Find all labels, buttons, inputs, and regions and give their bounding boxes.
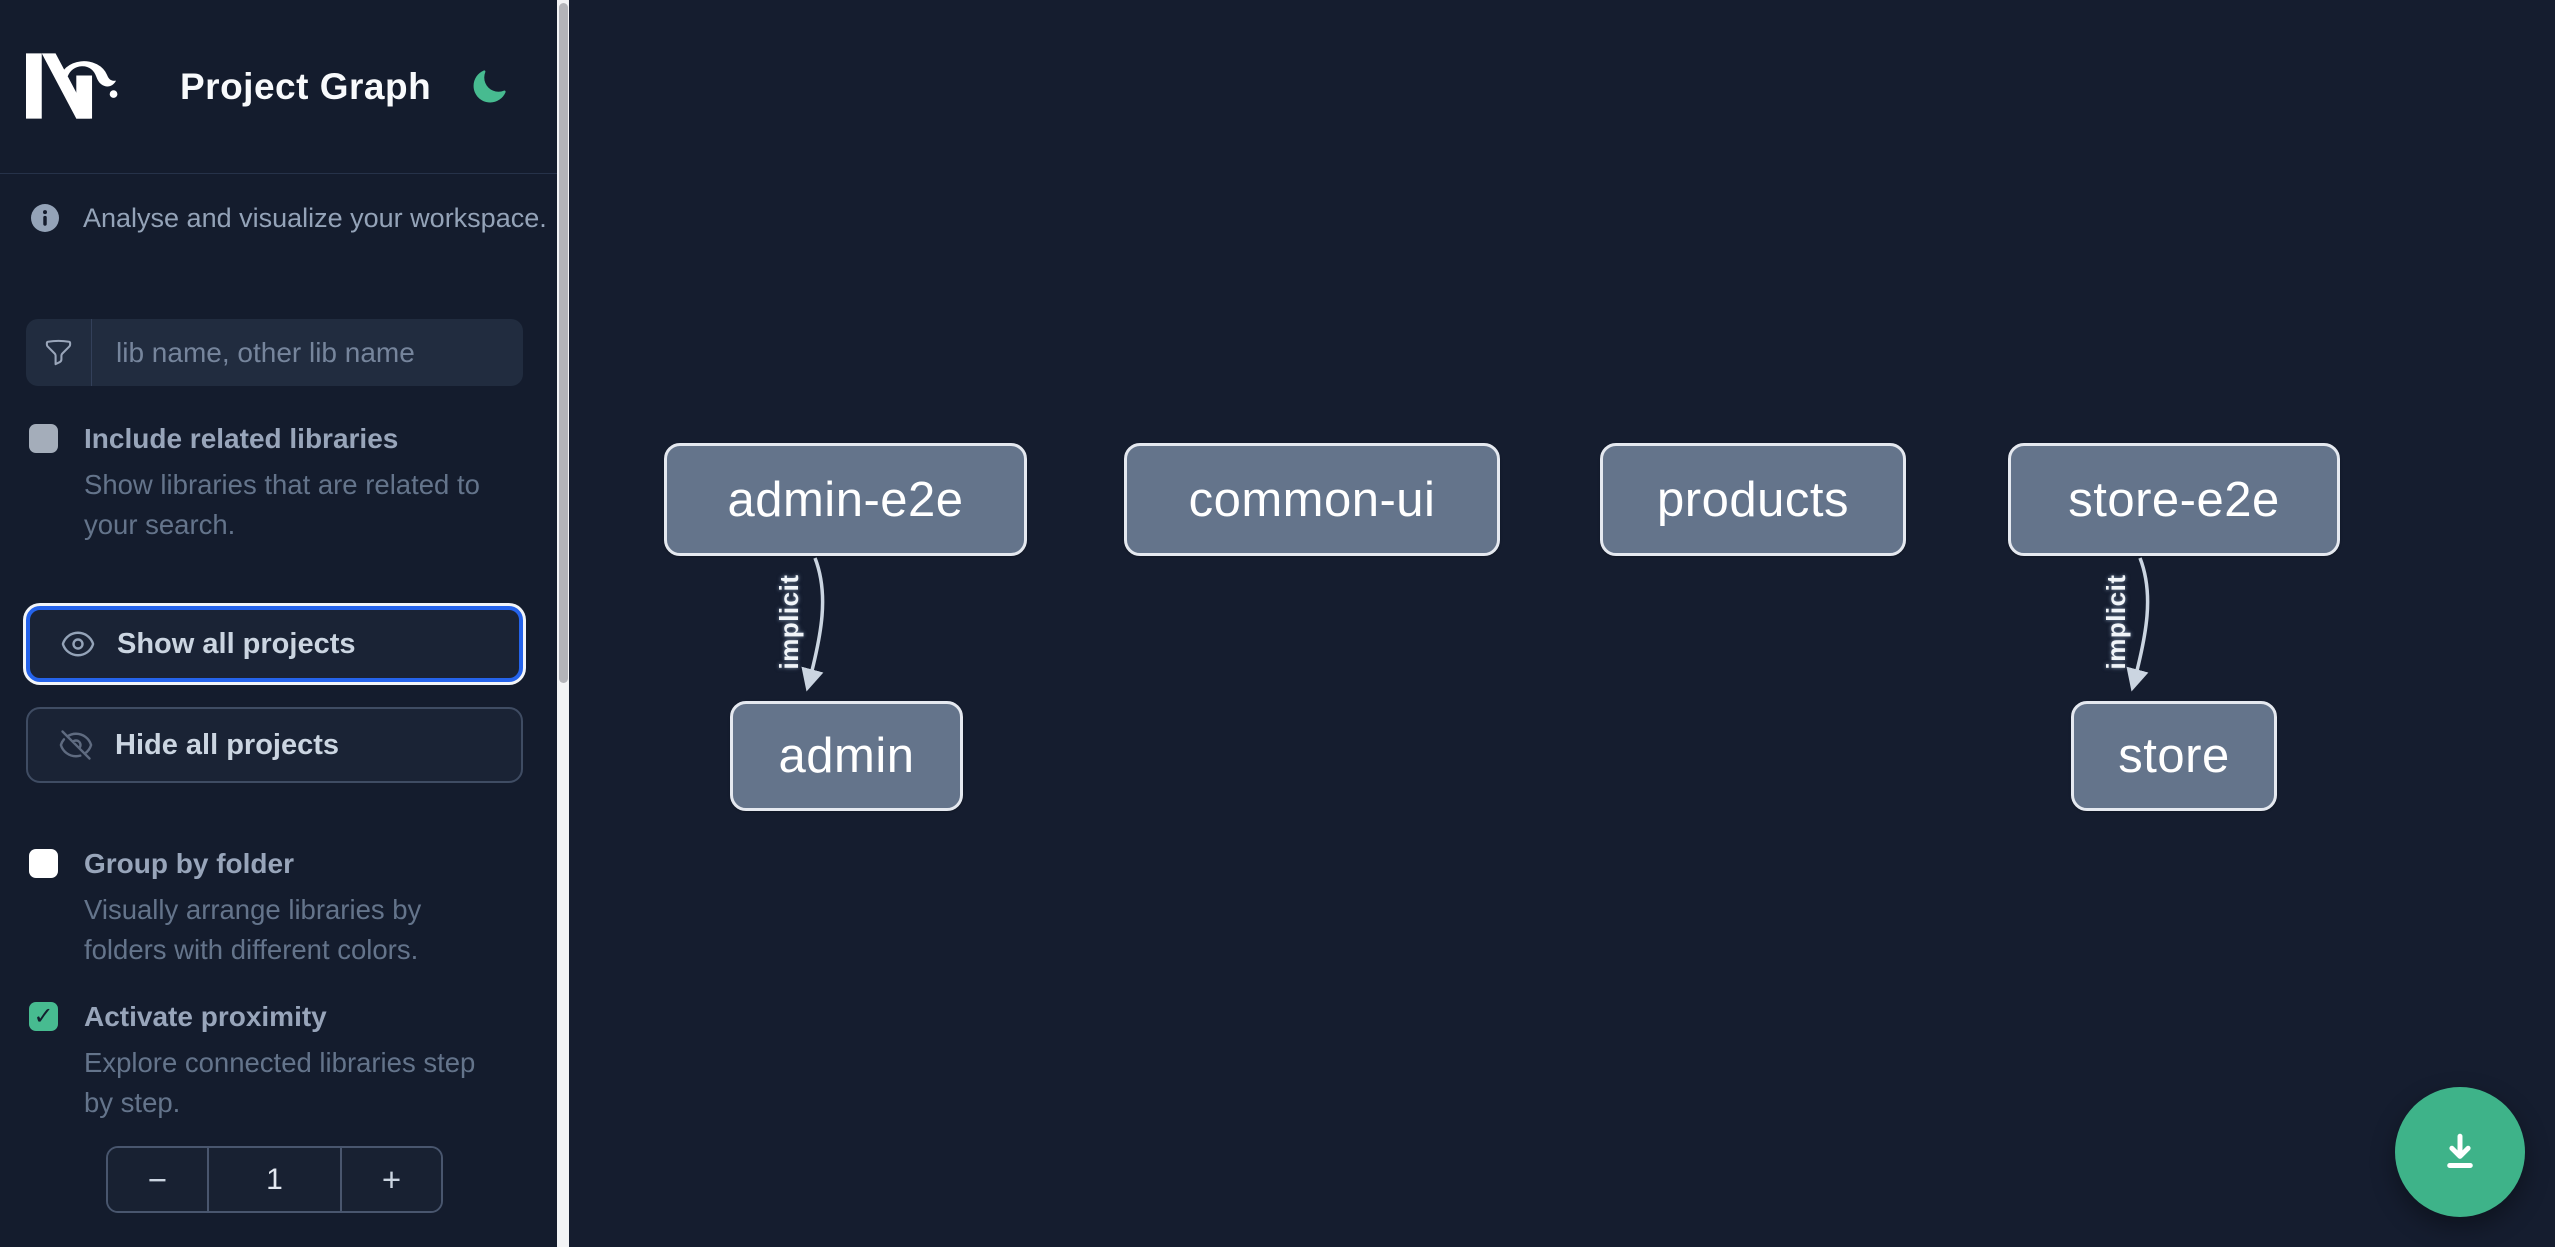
graph-node-products[interactable]: products [1600,443,1906,556]
workspace-info-row: Analyse and visualize your workspace. [29,202,547,234]
proximity-depth-value[interactable]: 1 [207,1148,342,1211]
tagline: Analyse and visualize your workspace. [83,202,547,233]
filter-input-group [26,319,523,386]
group-by-folder-checkbox[interactable] [29,849,58,878]
graph-node-admin[interactable]: admin [730,701,963,811]
sidebar-scrollbar-track [557,0,569,1247]
graph-canvas[interactable] [569,0,2555,1247]
hide-all-projects-button[interactable]: Hide all projects [26,707,523,783]
graph-node-admin-e2e[interactable]: admin-e2e [664,443,1027,556]
activate-proximity-checkbox[interactable] [29,1002,58,1031]
eye-icon [61,631,95,657]
show-all-projects-label: Show all projects [117,627,356,660]
sidebar-header: Project Graph [0,0,557,174]
decrement-button[interactable]: − [108,1148,207,1211]
graph-node-store-e2e[interactable]: store-e2e [2008,443,2340,556]
proximity-depth-stepper: − 1 + [106,1146,443,1213]
download-graph-button[interactable] [2395,1087,2525,1217]
increment-button[interactable]: + [342,1148,441,1211]
hide-all-projects-label: Hide all projects [115,728,340,761]
edge-label-implicit: implicit [773,574,804,670]
graph-node-common-ui[interactable]: common-ui [1124,443,1500,556]
edge-store-e2e-to-store[interactable] [2126,557,2150,692]
toggle-activate-proximity: Activate proximity Explore connected lib… [29,1000,534,1123]
show-all-projects-button[interactable]: Show all projects [26,606,523,682]
download-icon [2447,1133,2473,1169]
toggle-group-by-folder: Group by folder Visually arrange librari… [29,847,534,970]
page-title: Project Graph [180,66,432,107]
sidebar: Project Graph Analyse and visualize your… [0,0,557,1247]
nx-logo-icon [26,53,118,119]
edge-label-implicit: implicit [2100,574,2131,670]
graph-node-store[interactable]: store [2071,701,2277,811]
toggle-label: Activate proximity [84,1001,327,1032]
toggle-label: Group by folder [84,848,294,879]
sidebar-scrollbar-thumb[interactable] [558,3,568,683]
dark-mode-toggle[interactable] [470,68,510,108]
info-circle-icon [31,204,59,232]
include-related-libraries-checkbox[interactable] [29,424,58,453]
toggle-label: Include related libraries [84,423,399,454]
edge-admin-e2e-to-admin[interactable] [801,557,825,692]
funnel-icon [26,319,92,386]
moon-icon [473,70,506,103]
filter-input[interactable] [92,319,523,386]
eye-slash-icon [59,730,93,760]
toggle-include-related-libraries: Include related libraries Show libraries… [29,422,534,545]
